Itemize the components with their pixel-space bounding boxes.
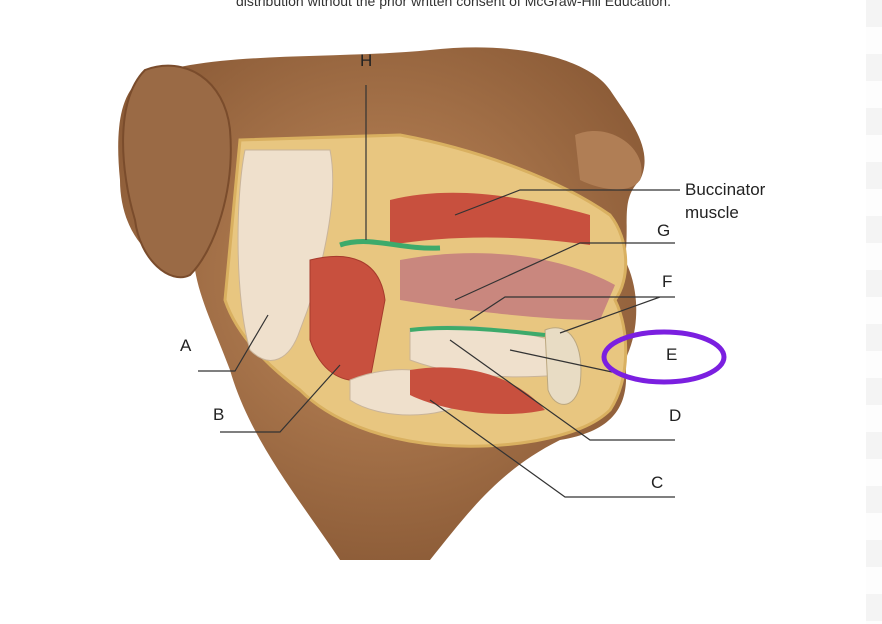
scrollbar-strip xyxy=(866,0,882,624)
copyright-notice: distribution without the prior written c… xyxy=(236,0,671,9)
label-b: B xyxy=(213,405,225,424)
label-f: F xyxy=(662,272,673,291)
leader-lines xyxy=(198,85,680,498)
label-e: E xyxy=(666,345,678,364)
label-a: A xyxy=(180,336,192,355)
submandibular-duct xyxy=(409,325,546,337)
label-d: D xyxy=(669,406,682,425)
parotid-gland xyxy=(237,149,334,361)
parotid-duct xyxy=(339,239,441,251)
mylohyoid-muscle xyxy=(410,367,545,415)
ear xyxy=(122,64,232,279)
buccinator-muscle xyxy=(390,192,590,245)
label-c: C xyxy=(651,473,664,492)
masseter-muscle xyxy=(309,255,386,382)
label-g: G xyxy=(657,221,671,240)
label-h: H xyxy=(360,51,373,70)
tongue xyxy=(400,253,615,320)
label-buccinator-line1: Buccinator xyxy=(685,180,766,199)
highlight-circle xyxy=(601,329,727,385)
mandible xyxy=(544,327,582,405)
nose xyxy=(575,131,642,190)
label-buccinator-line2: muscle xyxy=(685,203,739,222)
